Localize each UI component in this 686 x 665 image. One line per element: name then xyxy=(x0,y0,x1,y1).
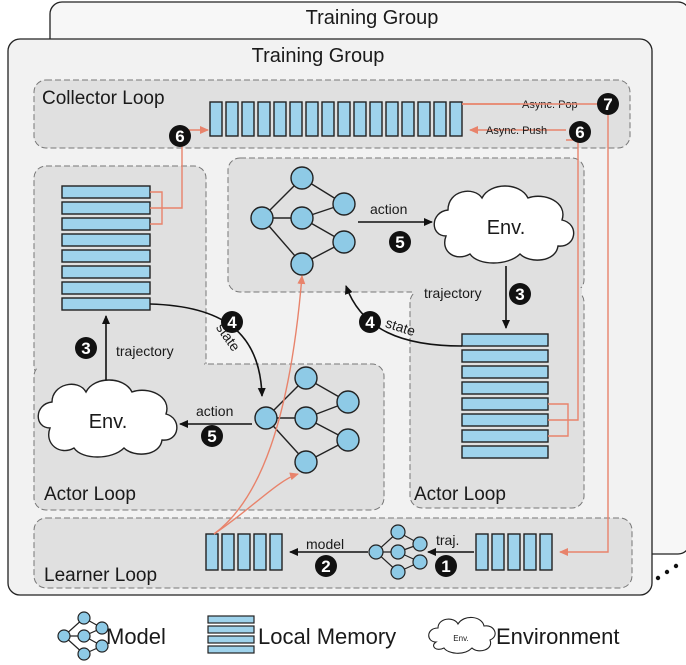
arrow-model-sync-1 xyxy=(213,472,299,535)
svg-text:Env.: Env. xyxy=(487,217,526,239)
model-learner xyxy=(368,524,428,580)
step-badge-3-left: 3 xyxy=(75,337,97,359)
actor-loop-right-cover xyxy=(412,288,582,294)
label-traj: traj. xyxy=(436,532,459,548)
step-badge-3-right: 3 xyxy=(509,283,531,305)
arrow-state-right xyxy=(344,285,463,347)
step-badge-6-left: 6 xyxy=(169,125,191,147)
legend-model-label: Model xyxy=(106,624,166,649)
svg-text:4: 4 xyxy=(227,313,237,332)
training-group-front-title: Training Group xyxy=(252,45,385,67)
label-model: model xyxy=(306,536,344,552)
label-trajectory-left: trajectory xyxy=(116,343,174,359)
step-badge-2: 2 xyxy=(315,555,337,577)
step-badge-7: 7 xyxy=(597,93,619,115)
env-cloud-top: Env. xyxy=(433,185,575,264)
model-left-actor xyxy=(254,366,360,474)
model-top xyxy=(250,166,356,276)
label-async-push: Async. Push xyxy=(486,125,547,137)
arrow-pop-to-learner xyxy=(462,103,609,556)
arrow-collector-to-left xyxy=(162,126,209,209)
label-action-left: action xyxy=(196,403,233,419)
svg-text:Env.: Env. xyxy=(89,411,128,433)
svg-text:3: 3 xyxy=(515,285,524,304)
step-badge-4-left: 4 xyxy=(221,311,243,333)
legend-environment-icon: Env. xyxy=(428,616,496,654)
actor-loop-right-label: Actor Loop xyxy=(414,484,506,505)
label-trajectory-right: trajectory xyxy=(424,285,482,301)
legend-memory-icon xyxy=(207,615,255,654)
step-badge-6-right: 6 xyxy=(569,121,591,143)
step-badge-1: 1 xyxy=(435,555,457,577)
learner-traj-memory xyxy=(475,533,553,571)
legend-memory-label: Local Memory xyxy=(258,624,396,649)
label-async-pop: Async. Pop xyxy=(522,99,578,111)
learner-loop-label: Learner Loop xyxy=(44,565,157,586)
svg-text:5: 5 xyxy=(395,233,404,252)
legend-model-icon xyxy=(57,611,109,661)
legend-environment-label: Environment xyxy=(496,624,620,649)
svg-text:5: 5 xyxy=(207,427,216,446)
actor-loop-left-label: Actor Loop xyxy=(44,484,136,505)
learner-model-memory xyxy=(205,533,283,571)
svg-text:3: 3 xyxy=(81,339,90,358)
step-badge-4-right: 4 xyxy=(359,311,381,333)
step-badge-5-top: 5 xyxy=(389,231,411,253)
svg-text:2: 2 xyxy=(321,557,330,576)
env-cloud-left: Env. xyxy=(37,379,178,458)
collector-loop-label: Collector Loop xyxy=(42,88,165,109)
training-group-back-title: Training Group xyxy=(306,7,439,29)
label-action-top: action xyxy=(370,201,407,217)
actor-loop-left-cover xyxy=(36,362,204,368)
actor-right-memory xyxy=(461,333,549,459)
svg-text:6: 6 xyxy=(575,123,584,142)
arrow-model-sync-2 xyxy=(213,275,306,535)
actor-left-memory xyxy=(61,185,151,311)
svg-text:6: 6 xyxy=(175,127,184,146)
arrow-push-line xyxy=(566,139,579,421)
ellipsis-icon xyxy=(655,563,679,581)
svg-text:Env.: Env. xyxy=(453,634,468,643)
svg-text:4: 4 xyxy=(365,313,375,332)
collector-memory xyxy=(209,101,463,137)
svg-text:1: 1 xyxy=(441,557,450,576)
svg-text:7: 7 xyxy=(603,95,612,114)
step-badge-5-left: 5 xyxy=(201,425,223,447)
